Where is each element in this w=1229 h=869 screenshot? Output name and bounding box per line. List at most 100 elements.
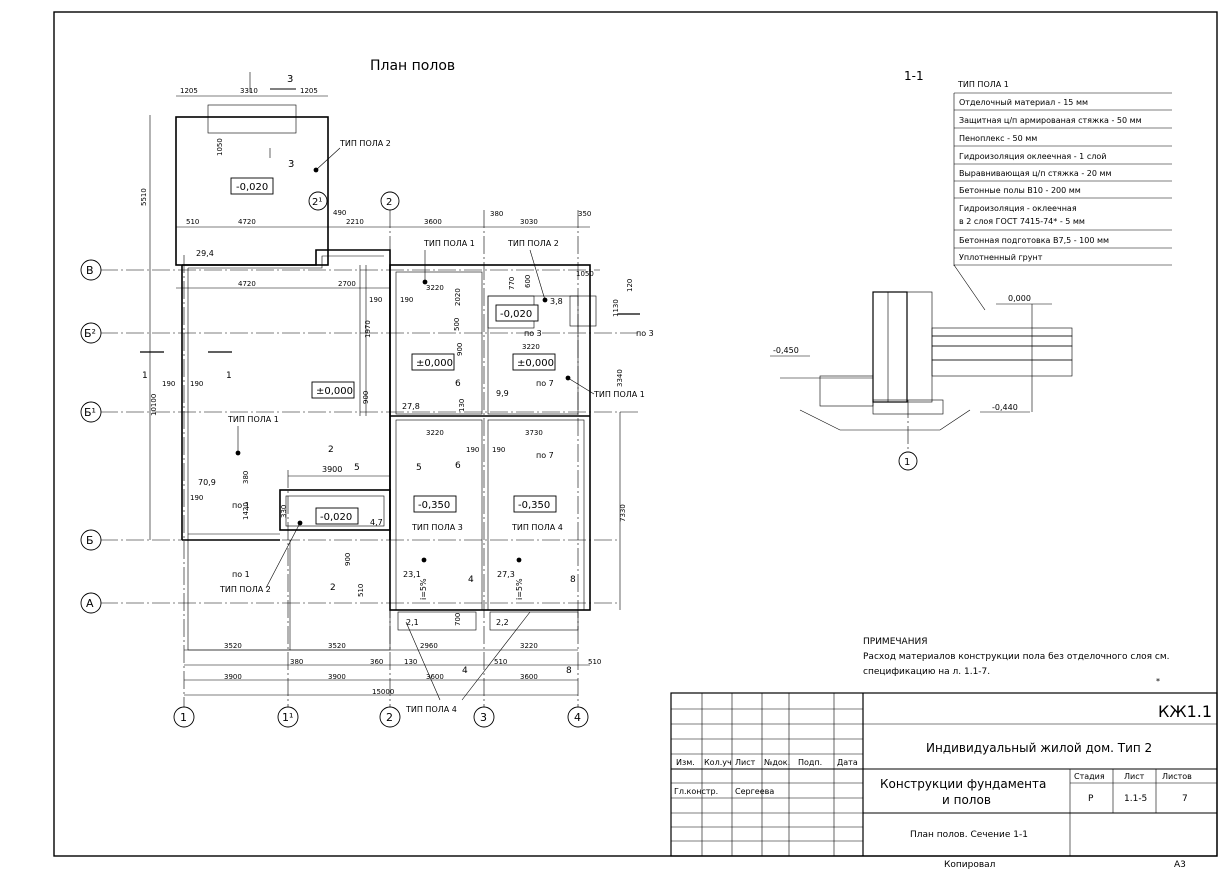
mark-4-b: 4: [462, 666, 468, 676]
area-room-e: 27,3: [497, 570, 515, 579]
notes-line-1: Расход материалов конструкции пола без о…: [863, 652, 1169, 662]
level-room-b: ±0,000: [416, 358, 453, 369]
axis-bubble-2: [379, 706, 401, 728]
floor-plan: План полов 3 3 1205 3310 1205 -0,020 ТИП…: [80, 58, 654, 728]
axis-bubble-1: [173, 706, 195, 728]
tb-sheet-label: Лист: [1124, 772, 1145, 781]
dim-1130: 1130: [612, 299, 620, 317]
axis-label-3: 3: [480, 711, 487, 724]
dim-10100: 10100: [150, 394, 158, 416]
dim-330: 330: [280, 505, 288, 518]
dim-1205b: 1205: [300, 87, 318, 95]
tb-sheets-label: Листов: [1162, 772, 1192, 781]
dim-190-a: 190: [369, 296, 382, 304]
layer-6: Бетонные полы В10 - 200 мм: [959, 186, 1081, 195]
dim-3600-a: 3600: [426, 673, 444, 681]
dim-4720: 4720: [238, 218, 256, 226]
area-step-1: 2,1: [406, 618, 419, 627]
section-title: 1-1: [904, 69, 924, 83]
dim-510: 510: [186, 218, 199, 226]
notes-heading: ПРИМЕЧАНИЯ: [863, 637, 927, 647]
notes-line-2: спецификацию на л. 1.1-7.: [863, 667, 990, 677]
axis-label-1: 1: [180, 711, 187, 724]
dim-130: 130: [458, 399, 466, 412]
tb-person: Сергеева: [735, 787, 774, 796]
axis-label-2-1-top: 2¹: [312, 197, 322, 208]
dim-600: 600: [524, 275, 532, 288]
dim-490: 490: [333, 209, 346, 217]
po-7-b: по 7: [536, 451, 554, 460]
dim-190-c: 190: [466, 446, 479, 454]
axis-bubble-a: [80, 592, 102, 614]
mark-1-right: 1: [226, 371, 232, 381]
plan-title: План полов: [370, 58, 455, 74]
po-3-mid: по 3: [524, 329, 542, 338]
floor-type-annex: ТИП ПОЛА 2: [339, 139, 391, 148]
po-3-right: по 3: [636, 329, 654, 338]
floor-type-room-d: ТИП ПОЛА 3: [411, 523, 463, 532]
mark-5-b: 5: [416, 463, 422, 473]
dim-190-d: 190: [492, 446, 505, 454]
dim-900-a: 900: [456, 343, 464, 356]
slope-2: i=5%: [515, 578, 524, 600]
tb-section-1: Конструкции фундамента: [880, 777, 1046, 791]
dim-190-l3: 190: [190, 494, 203, 502]
layer-4: Гидроизоляция оклеечная - 1 слой: [959, 152, 1106, 161]
dim-700: 700: [454, 613, 462, 626]
footer-copied: Копировал: [944, 860, 995, 869]
footer-format: А3: [1174, 860, 1186, 869]
dim-3900-mid: 3900: [322, 465, 342, 474]
dim-2960: 2960: [420, 642, 438, 650]
mark-8-a: 8: [570, 575, 576, 585]
layer-1: Отделочный материал - 15 мм: [959, 98, 1088, 107]
dim-3340: 3340: [616, 369, 624, 387]
dim-3600: 3600: [424, 218, 442, 226]
tb-section-2: и полов: [942, 793, 991, 807]
dim-3730-mid: 3730: [525, 429, 543, 437]
mark-6-a: 6: [455, 461, 461, 471]
layer-7a: Гидроизоляция - оклеечная: [959, 204, 1077, 213]
dim-510-b: 510: [494, 658, 507, 666]
dim-3900-b: 3900: [328, 673, 346, 681]
dim-1970: 1970: [364, 320, 372, 338]
floor-type-room-e: ТИП ПОЛА 4: [511, 523, 563, 532]
dim-2700: 2700: [338, 280, 356, 288]
hdr-koluch: Кол.уч: [704, 758, 732, 767]
right-block: [389, 264, 591, 611]
mark-5-a: 5: [354, 463, 360, 473]
dim-1050: 1050: [216, 138, 224, 156]
dim-3520-b: 3520: [328, 642, 346, 650]
floor-type-room-c: ТИП ПОЛА 1: [593, 390, 645, 399]
section-level-top: 0,000: [1008, 294, 1031, 303]
tb-stage-label: Стадия: [1074, 772, 1105, 781]
dim-350: 350: [578, 210, 591, 218]
level-annex: -0,020: [236, 182, 268, 193]
dim-360: 360: [370, 658, 383, 666]
dim-3220-b: 3220: [520, 642, 538, 650]
axis-bubble-2-1-top: [308, 191, 328, 211]
level-wc: -0,020: [500, 309, 532, 320]
hdr-data: Дата: [837, 758, 858, 767]
dim-190-l1: 190: [162, 380, 175, 388]
floor-type-wing: ТИП ПОЛА 2: [219, 585, 271, 594]
tb-sheet-title: План полов. Сечение 1-1: [910, 830, 1028, 840]
level-room-c: ±0,000: [517, 358, 554, 369]
tb-role: Гл.констр.: [674, 787, 718, 796]
dim-380-m: 380: [242, 471, 250, 484]
tb-sheets: 7: [1182, 794, 1188, 804]
dim-3600-b: 3600: [520, 673, 538, 681]
layer-9: Уплотненный грунт: [959, 253, 1043, 262]
area-room-b: 27,8: [402, 402, 420, 411]
mark-8-b: 8: [566, 666, 572, 676]
floor-type-room-b: ТИП ПОЛА 1: [423, 239, 475, 248]
hdr-izm: Изм.: [676, 758, 695, 767]
annex-porch: [207, 104, 297, 134]
tb-sheet: 1.1-5: [1124, 794, 1147, 804]
mark-2-a: 2: [328, 445, 334, 455]
tb-code: КЖ1.1: [1158, 702, 1212, 721]
axis-label-b: Б: [86, 534, 94, 547]
dim-3520-a: 3520: [224, 642, 242, 650]
axis-label-v: В: [86, 264, 94, 277]
axis-bubble-b2: [80, 322, 102, 344]
area-room-c: 9,9: [496, 389, 509, 398]
